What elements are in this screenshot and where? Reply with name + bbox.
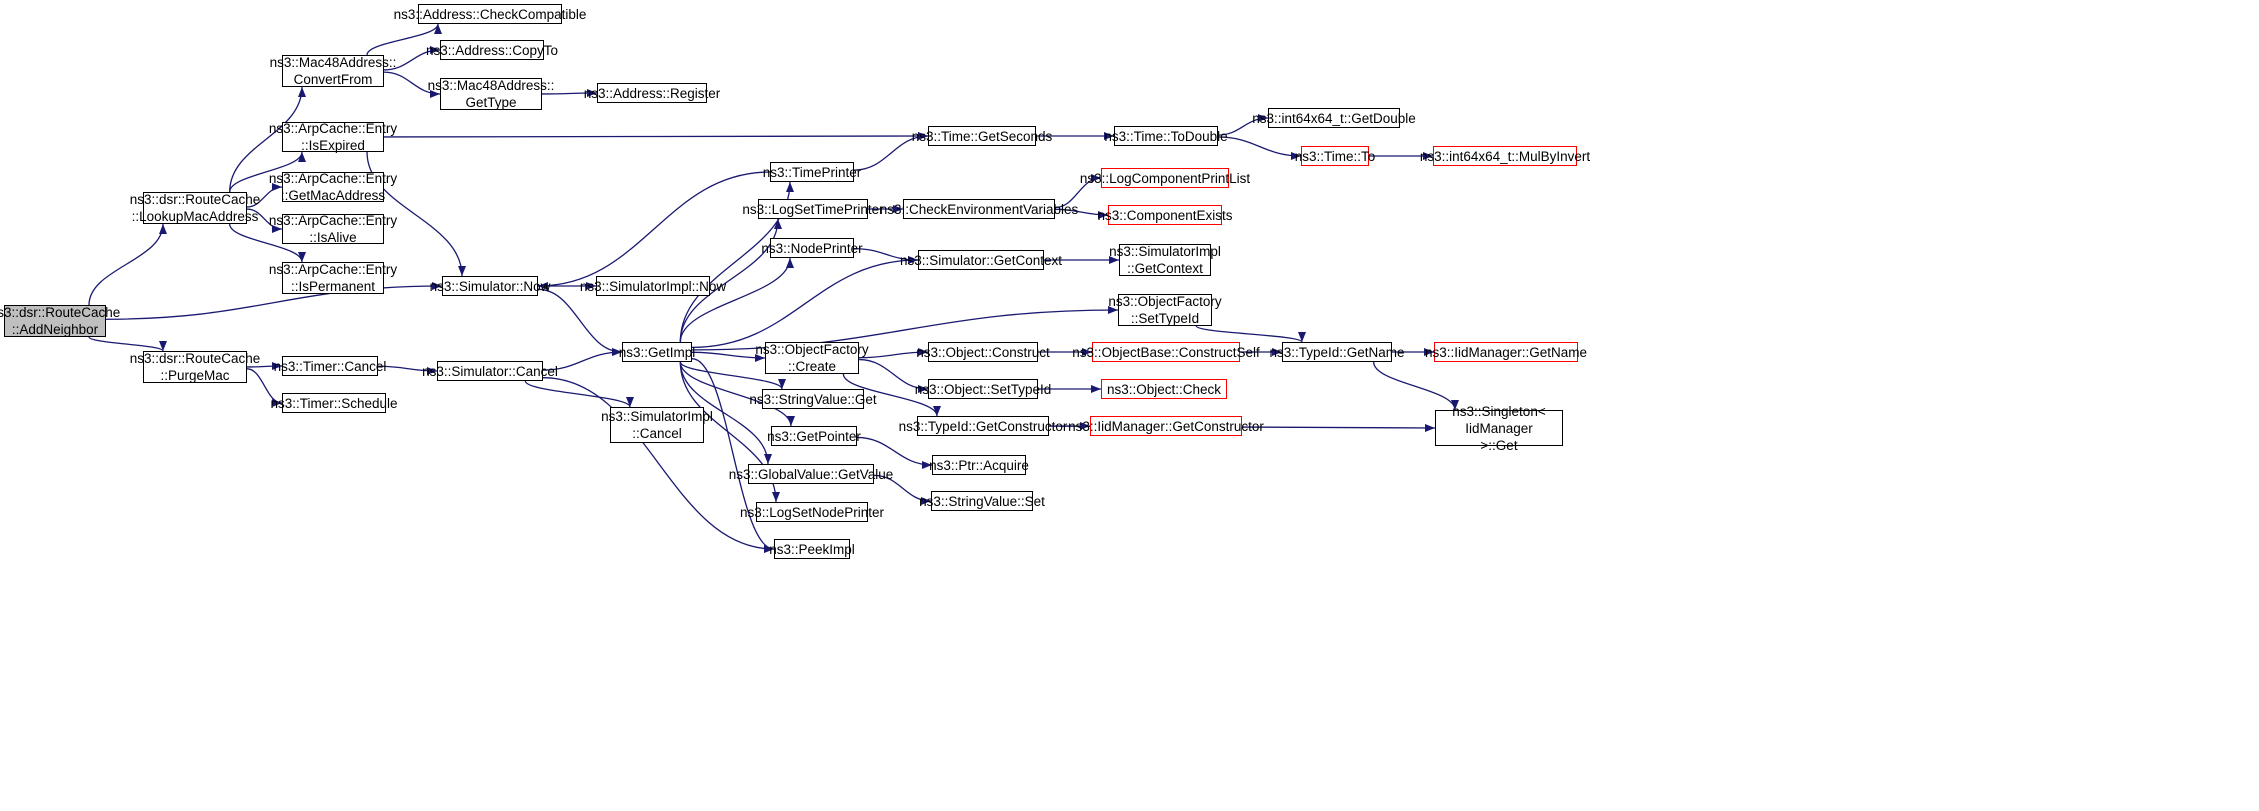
edge-convertfrom-to-checkcompat <box>366 23 442 56</box>
node-addneighbor[interactable]: ns3::dsr::RouteCache ::AddNeighbor <box>0 305 121 337</box>
edge-typeidgetname-to-singletonget <box>1373 361 1459 411</box>
node-constructself[interactable]: ns3::ObjectBase::ConstructSelf <box>1072 342 1260 362</box>
node-simnow[interactable]: ns3::Simulator::Now <box>430 276 550 296</box>
node-peekimpl[interactable]: ns3::PeekImpl <box>769 539 855 559</box>
edge-getimpl-to-objfactcreate <box>691 351 766 362</box>
node-objfactcreate[interactable]: ns3::ObjectFactory ::Create <box>755 342 869 374</box>
edge-getpointer-to-ptracquire <box>856 436 933 469</box>
edge-lookupmac-to-convertfrom <box>229 86 306 193</box>
node-globalget[interactable]: ns3::GlobalValue::GetValue <box>729 464 893 484</box>
node-iidgetctor[interactable]: ns3::IidManager::GetConstructor <box>1068 416 1264 436</box>
edge-getimpl-to-logsettime <box>679 218 782 343</box>
node-convertfrom[interactable]: ns3::Mac48Address:: ConvertFrom <box>269 55 397 87</box>
node-logcomplist[interactable]: ns3::LogComponentPrintList <box>1080 168 1250 188</box>
node-objsettypeid[interactable]: ns3::Object::SetTypeId <box>915 379 1051 399</box>
edge-convertfrom-to-gettype <box>383 71 441 98</box>
edge-gettype-to-register <box>541 89 598 98</box>
edge-todouble-to-timeto <box>1217 136 1302 160</box>
node-iidgetname[interactable]: ns3::IidManager::GetName <box>1425 342 1587 362</box>
node-timeto[interactable]: ns3::Time::To <box>1295 146 1375 166</box>
node-typeidgetname[interactable]: ns3::TypeId::GetName <box>1269 342 1405 362</box>
edge-lookupmac-to-isalive <box>246 208 283 233</box>
node-lookupmac[interactable]: ns3::dsr::RouteCache ::LookupMacAddress <box>129 192 261 224</box>
node-copyto[interactable]: ns3::Address::CopyTo <box>426 40 558 60</box>
node-isalive[interactable]: ns3::ArpCache::Entry ::IsAlive <box>268 213 398 245</box>
node-getpointer[interactable]: ns3::GetPointer <box>767 426 861 446</box>
node-simimplctx[interactable]: ns3::SimulatorImpl ::GetContext <box>1109 244 1221 276</box>
edge-addneighbor-to-lookupmac <box>88 223 167 306</box>
node-getdouble[interactable]: ns3::int64x64_t::GetDouble <box>1252 108 1416 128</box>
node-objconstruct[interactable]: ns3::Object::Construct <box>916 342 1050 362</box>
edge-getimpl-to-setypeid <box>691 306 1119 351</box>
node-setypeid[interactable]: ns3::ObjectFactory ::SetTypeId <box>1108 294 1222 326</box>
node-checkenv[interactable]: ns3::CheckEnvironmentVariables <box>880 199 1078 219</box>
edge-globalget-to-stringset <box>873 474 932 505</box>
node-todouble[interactable]: ns3::Time::ToDouble <box>1104 126 1228 146</box>
edge-checkenv-to-logcomplist <box>1054 174 1102 209</box>
node-gettype[interactable]: ns3::Mac48Address:: GetType <box>427 78 555 110</box>
edge-objfactcreate-to-objconstruct <box>858 348 929 359</box>
edge-purgemac-to-timercancel <box>246 362 283 371</box>
node-simimplnow[interactable]: ns3::SimulatorImpl::Now <box>580 276 726 296</box>
edge-setypeid-to-typeidgetname <box>1195 325 1306 343</box>
node-logsettime[interactable]: ns3::LogSetTimePrinter <box>742 199 884 219</box>
edge-lookupmac-to-ispermanent <box>229 223 306 263</box>
node-mulbyinvert[interactable]: ns3::int64x64_t::MulByInvert <box>1420 146 1590 166</box>
edge-getimpl-to-getpointer <box>679 361 795 427</box>
node-checkcompat[interactable]: ns3::Address::CheckCompatible <box>394 4 586 24</box>
edge-simnow-to-getimpl <box>537 288 623 356</box>
edge-simcancel-to-simimplcancel <box>524 380 634 408</box>
edge-todouble-to-getdouble <box>1217 114 1269 136</box>
node-simimplcancel[interactable]: ns3::SimulatorImpl ::Cancel <box>601 407 713 443</box>
edge-addneighbor-to-simnow <box>105 282 443 320</box>
edge-getimpl-to-simgetctx <box>691 256 919 349</box>
node-ispermanent[interactable]: ns3::ArpCache::Entry ::IsPermanent <box>268 262 398 294</box>
edge-objfactcreate-to-objsettypeid <box>858 358 929 393</box>
edge-objfactcreate-to-getconstructor <box>842 373 941 417</box>
edge-lookupmac-to-isexpired <box>229 151 306 193</box>
node-timeprinter[interactable]: ns3::TimePrinter <box>763 162 861 182</box>
node-simcancel[interactable]: ns3::Simulator::Cancel <box>422 361 558 381</box>
edge-isexpired-to-simnow <box>366 151 466 277</box>
node-stringget[interactable]: ns3::StringValue::Get <box>749 389 877 409</box>
edge-nodeprinter-to-simgetctx <box>853 247 919 264</box>
edge-getimpl-to-peekimpl <box>691 358 775 553</box>
node-purgemac[interactable]: ns3::dsr::RouteCache ::PurgeMac <box>129 351 261 383</box>
edge-simcancel-to-peekimpl <box>542 377 775 553</box>
node-register[interactable]: ns3::Address::Register <box>584 83 720 103</box>
edge-timeprinter-to-simnow <box>537 171 771 290</box>
node-logsetnode[interactable]: ns3::LogSetNodePrinter <box>740 502 884 522</box>
edge-lookupmac-to-getmac <box>246 183 283 208</box>
edge-purgemac-to-timersched <box>246 368 283 407</box>
edge-timercancel-to-simcancel <box>377 365 438 375</box>
edge-getimpl-to-stringget <box>679 361 786 390</box>
edge-convertfrom-to-copyto <box>383 46 441 71</box>
node-getconstructor[interactable]: ns3::TypeId::GetConstructor <box>899 416 1067 436</box>
edge-getimpl-to-globalget <box>679 361 772 465</box>
node-getmac[interactable]: ns3::ArpCache::Entry ::GetMacAddress <box>268 171 398 203</box>
node-objcheck[interactable]: ns3::Object::Check <box>1101 379 1227 399</box>
edge-simcancel-to-getimpl <box>542 348 623 371</box>
edge-isexpired-to-getseconds <box>383 132 929 141</box>
node-nodeprinter[interactable]: ns3::NodePrinter <box>761 238 863 258</box>
node-timercancel[interactable]: ns3::Timer::Cancel <box>274 356 386 376</box>
node-getimpl[interactable]: ns3::GetImpl <box>619 342 695 362</box>
edge-addneighbor-to-purgemac <box>88 336 167 352</box>
node-singletonget[interactable]: ns3::Singleton< IidManager >::Get <box>1435 404 1563 453</box>
node-simgetctx[interactable]: ns3::Simulator::GetContext <box>900 250 1062 270</box>
node-isexpired[interactable]: ns3::ArpCache::Entry ::IsExpired <box>268 121 398 153</box>
node-getseconds[interactable]: ns3::Time::GetSeconds <box>912 126 1052 146</box>
node-timersched[interactable]: ns3::Timer::Schedule <box>270 393 398 413</box>
edge-getimpl-to-nodeprinter <box>679 257 794 343</box>
node-compexists[interactable]: ns3::ComponentExists <box>1097 205 1233 225</box>
node-stringset[interactable]: ns3::StringValue::Set <box>919 491 1045 511</box>
node-ptracquire[interactable]: ns3::Ptr::Acquire <box>929 455 1029 475</box>
edge-timeprinter-to-getseconds <box>853 132 929 171</box>
edge-checkenv-to-compexists <box>1054 208 1109 219</box>
